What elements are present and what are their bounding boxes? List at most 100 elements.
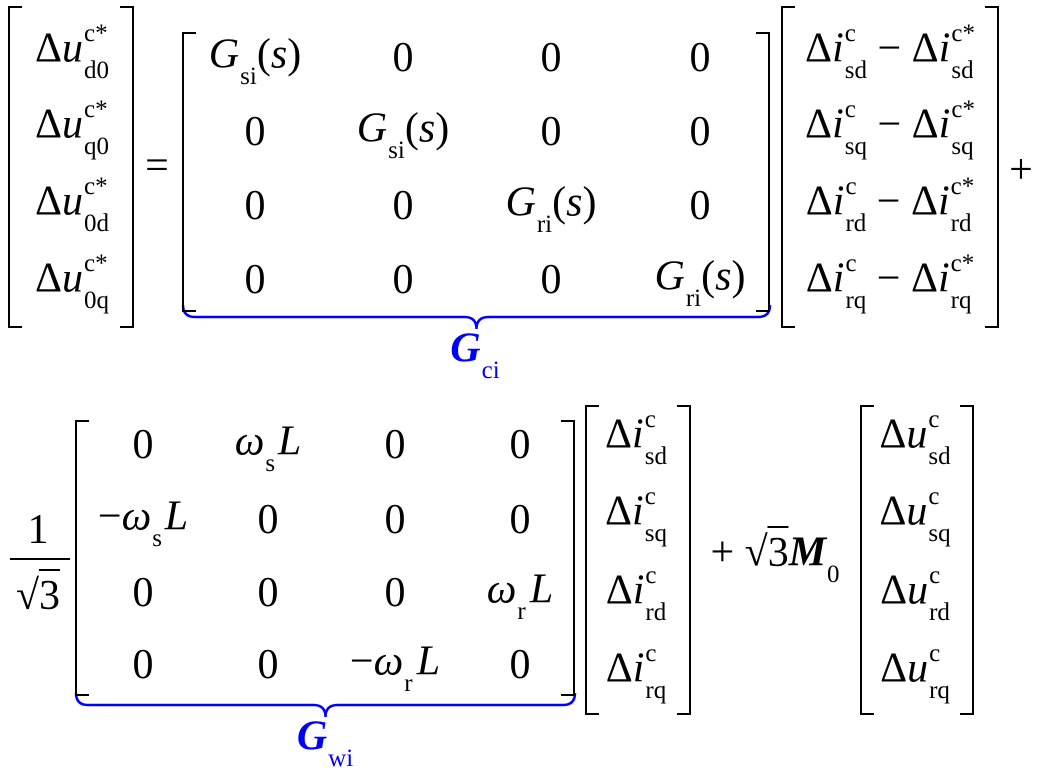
symbol: (: [256, 31, 271, 78]
subscript: r: [404, 670, 413, 697]
symbol: 0: [540, 109, 562, 155]
matrix-cell: 0: [385, 499, 406, 541]
symbol: 0: [244, 109, 266, 155]
symbol: i: [938, 25, 951, 72]
fraction-bar: [10, 558, 70, 560]
subscript: r: [517, 598, 526, 625]
script: c* sq: [951, 97, 975, 159]
superscript: c*: [950, 173, 975, 200]
symbol: Δ: [805, 255, 833, 302]
symbol: u: [62, 25, 84, 72]
symbol: u: [906, 488, 928, 535]
script: c*0d: [84, 174, 109, 236]
superscript: c: [845, 250, 857, 277]
symbol: Δ: [879, 411, 907, 458]
subscript: rd: [950, 210, 972, 237]
matrix-cell: 0: [510, 499, 531, 541]
symbol: 0: [384, 497, 406, 543]
superscript: c*: [951, 20, 975, 47]
symbol: G: [356, 105, 388, 152]
symbol: i: [632, 411, 644, 458]
subscript: sd: [644, 443, 667, 470]
symbol: (: [404, 105, 419, 152]
symbol: 0: [689, 35, 711, 81]
symbol: (: [701, 253, 716, 300]
matrix-cell: 0: [393, 37, 414, 79]
symbol: ): [731, 253, 746, 300]
matrix-cell: 0: [541, 259, 562, 301]
symbol: Δ: [879, 488, 907, 535]
subscript: sq: [951, 133, 974, 160]
matrix-cell: 0: [690, 111, 711, 153]
symbol: Δ: [605, 567, 633, 614]
symbol: +: [1009, 147, 1033, 193]
script: xri: [537, 175, 552, 237]
subscript: wi: [328, 745, 354, 772]
symbol: s: [566, 179, 583, 226]
symbol: Δ: [605, 645, 633, 692]
matrix-cell: 0: [541, 111, 562, 153]
script: xs: [265, 414, 278, 476]
symbol: L: [529, 566, 554, 613]
symbol: 0: [132, 642, 154, 688]
underbrace: [74, 692, 577, 718]
superscript: c: [928, 483, 940, 510]
symbol: u: [62, 101, 84, 148]
symbol: i: [632, 645, 645, 692]
symbol: i: [832, 25, 844, 72]
symbol: Δ: [880, 645, 908, 692]
matrix-cell: Gxsi(s): [357, 101, 449, 163]
script: xri: [686, 249, 701, 311]
matrix-cell: 0: [690, 37, 711, 79]
symbol: Δ: [805, 101, 833, 148]
subscript: si: [388, 137, 405, 164]
bracket-right: [120, 6, 134, 328]
matrix-cell: −ωxrL: [350, 634, 440, 696]
symbol: u: [62, 255, 84, 302]
symbol: 0: [392, 257, 414, 303]
matrix-cell: Gxri(s): [506, 175, 597, 237]
matrix-cell: 0: [245, 185, 266, 227]
symbol: 0: [689, 183, 711, 229]
script: c* sd: [951, 21, 975, 83]
symbol: √: [15, 573, 40, 619]
script: xsi: [240, 27, 257, 89]
symbol: Δ: [605, 488, 633, 535]
script: xr: [404, 634, 417, 696]
script: x0: [827, 525, 840, 587]
matrix-cell: ωxrL: [487, 562, 554, 624]
superscript: c: [645, 562, 657, 589]
symbol: 0: [392, 35, 414, 81]
subscript: ci: [481, 357, 500, 384]
script: xwi: [328, 709, 353, 771]
fraction-denominator: √3: [15, 569, 61, 619]
symbol: i: [832, 101, 844, 148]
superscript: c: [845, 173, 857, 200]
subscript: rd: [929, 599, 950, 626]
symbol: ω: [234, 418, 265, 465]
symbol: i: [937, 255, 950, 302]
subscript: ri: [685, 285, 702, 312]
matrix-cell: 0: [393, 259, 414, 301]
superscript: c: [844, 96, 856, 123]
subscript: sq: [928, 520, 951, 547]
symbol: i: [832, 255, 845, 302]
superscript: c*: [951, 96, 975, 123]
matrix-cell: 0: [510, 644, 531, 686]
superscript: c: [844, 20, 856, 47]
symbol: u: [906, 411, 928, 458]
subscript: rd: [645, 599, 667, 626]
script: c*d0: [84, 21, 109, 83]
subscript: sd: [951, 57, 974, 84]
script: c*0q: [84, 251, 109, 313]
symbol: 0: [257, 642, 279, 688]
